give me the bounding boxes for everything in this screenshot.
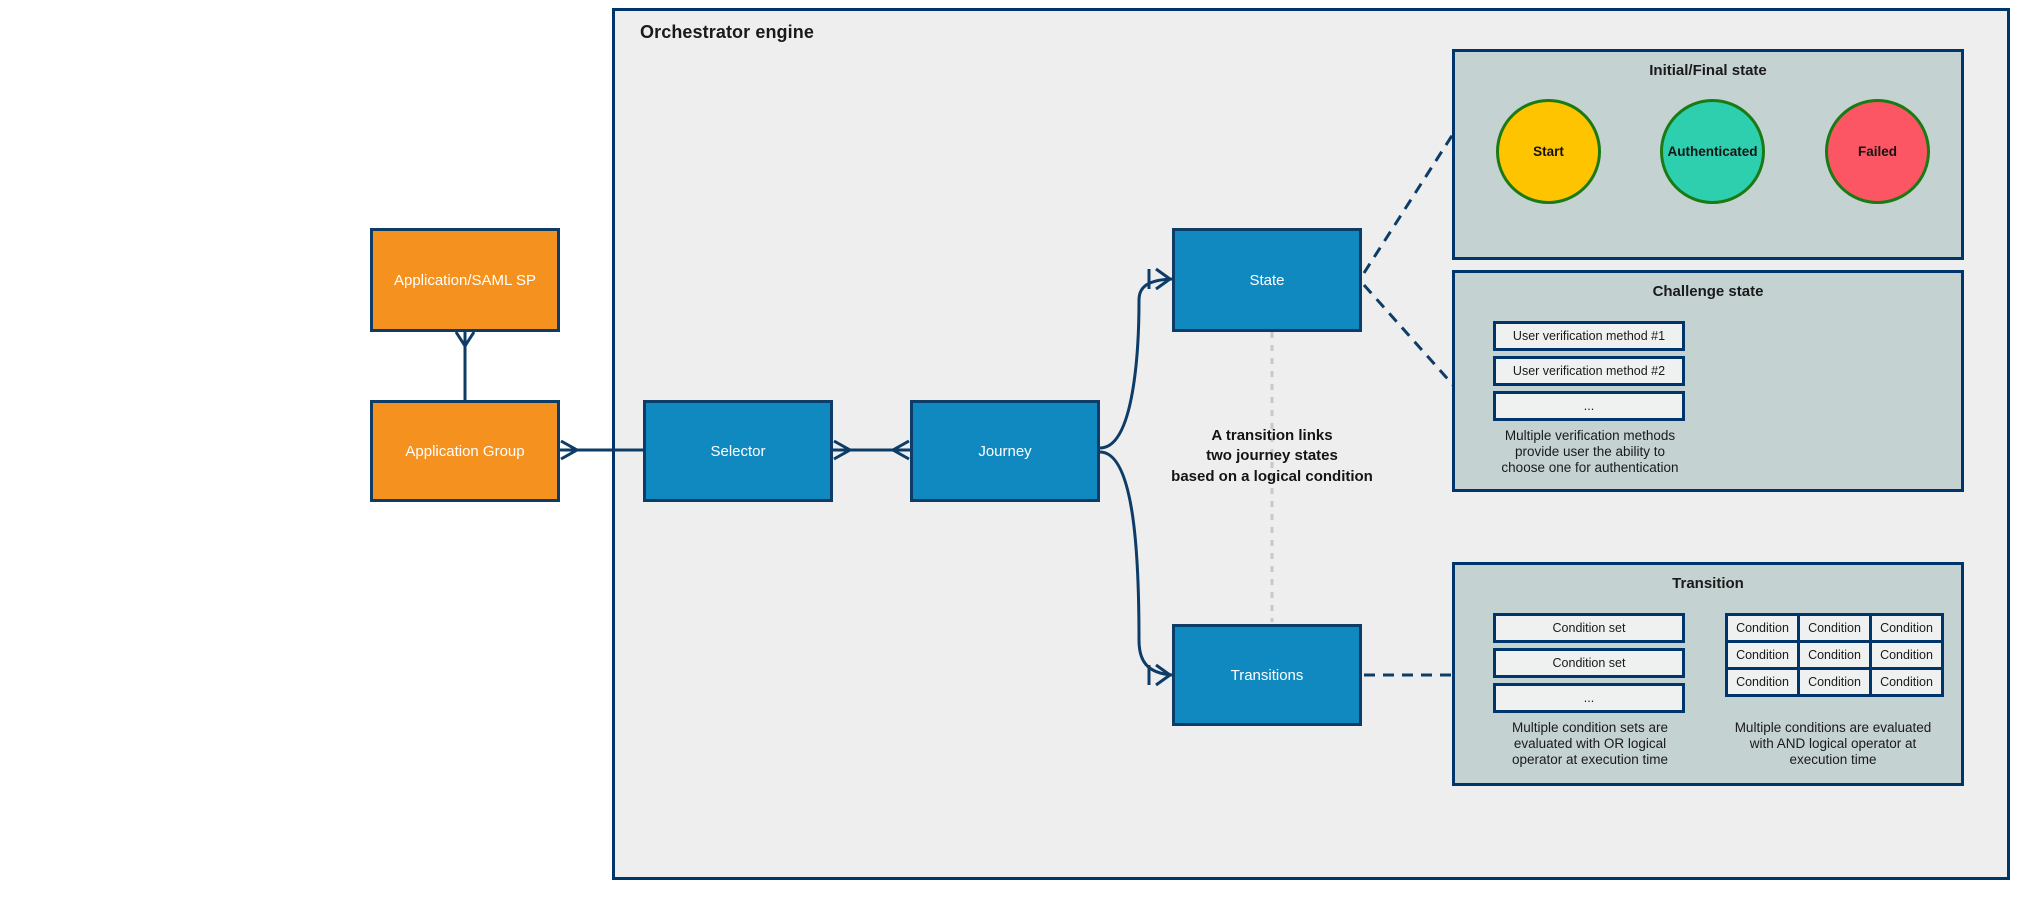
condition-grid-row: Condition Condition Condition: [1725, 613, 1944, 643]
cell-label: Condition: [1880, 648, 1933, 662]
condition-sets-note: Multiple condition sets are evaluated wi…: [1511, 720, 1669, 767]
cell-label: Condition: [1880, 621, 1933, 635]
entity-label: Application/SAML SP: [393, 271, 537, 289]
condition-cell[interactable]: Condition: [1869, 667, 1944, 697]
cell-label: Condition: [1808, 648, 1861, 662]
condition-set-item[interactable]: Condition set: [1493, 613, 1685, 643]
entity-label: Journey: [978, 442, 1032, 460]
cell-label: Condition: [1808, 621, 1861, 635]
entity-application-group[interactable]: Application Group: [370, 400, 560, 502]
condition-cell[interactable]: Condition: [1797, 640, 1872, 670]
condition-grid-row: Condition Condition Condition: [1725, 640, 1944, 670]
panel-challenge-state: Challenge state User verification method…: [1452, 270, 1964, 492]
condition-cell[interactable]: Condition: [1725, 613, 1800, 643]
verification-method-item[interactable]: User verification method #2: [1493, 356, 1685, 386]
condition-cell[interactable]: Condition: [1869, 613, 1944, 643]
cell-label: Condition: [1808, 675, 1861, 689]
circle-authenticated[interactable]: Authenticated: [1660, 99, 1765, 204]
verification-method-item[interactable]: User verification method #1: [1493, 321, 1685, 351]
panel-transition: Transition Condition set Condition set .…: [1452, 562, 1964, 786]
item-label: ...: [1583, 399, 1595, 413]
entity-state[interactable]: State: [1172, 228, 1362, 332]
entity-label: Application Group: [405, 442, 525, 460]
panel-title: Transition: [1672, 575, 1744, 592]
condition-cell[interactable]: Condition: [1725, 667, 1800, 697]
condition-cell[interactable]: Condition: [1869, 640, 1944, 670]
transition-explanation-note: A transition links two journey states ba…: [1171, 427, 1373, 485]
cell-label: Condition: [1736, 675, 1789, 689]
condition-cell[interactable]: Condition: [1725, 640, 1800, 670]
entity-selector[interactable]: Selector: [643, 400, 833, 502]
condition-set-item[interactable]: Condition set: [1493, 648, 1685, 678]
condition-grid-note: Multiple conditions are evaluated with A…: [1734, 720, 1932, 767]
entity-label: Selector: [710, 442, 766, 460]
panel-initial-final-state: Initial/Final state Start Authenticated …: [1452, 49, 1964, 260]
entity-label: Transitions: [1230, 666, 1304, 684]
challenge-state-note: Multiple verification methods provide us…: [1501, 428, 1679, 475]
condition-cell[interactable]: Condition: [1797, 613, 1872, 643]
cell-label: Condition: [1880, 675, 1933, 689]
circle-label: Authenticated: [1667, 144, 1758, 159]
cell-label: Condition: [1736, 648, 1789, 662]
circle-label: Start: [1533, 144, 1564, 159]
panel-title: Initial/Final state: [1649, 62, 1767, 79]
panel-title: Challenge state: [1652, 283, 1764, 300]
verification-method-item[interactable]: ...: [1493, 391, 1685, 421]
cell-label: Condition: [1736, 621, 1789, 635]
item-label: User verification method #2: [1512, 364, 1666, 378]
item-label: Condition set: [1552, 656, 1626, 670]
circle-label: Failed: [1857, 144, 1897, 159]
entity-application-saml-sp[interactable]: Application/SAML SP: [370, 228, 560, 332]
entity-journey[interactable]: Journey: [910, 400, 1100, 502]
condition-grid-row: Condition Condition Condition: [1725, 667, 1944, 697]
entity-label: State: [1249, 271, 1285, 289]
item-label: User verification method #1: [1512, 329, 1666, 343]
condition-cell[interactable]: Condition: [1797, 667, 1872, 697]
orchestrator-engine-title: Orchestrator engine: [640, 22, 814, 42]
condition-set-item[interactable]: ...: [1493, 683, 1685, 713]
item-label: Condition set: [1552, 621, 1626, 635]
circle-start[interactable]: Start: [1496, 99, 1601, 204]
item-label: ...: [1583, 691, 1595, 705]
entity-transitions[interactable]: Transitions: [1172, 624, 1362, 726]
circle-failed[interactable]: Failed: [1825, 99, 1930, 204]
link-app-to-appgroup: [454, 331, 476, 400]
